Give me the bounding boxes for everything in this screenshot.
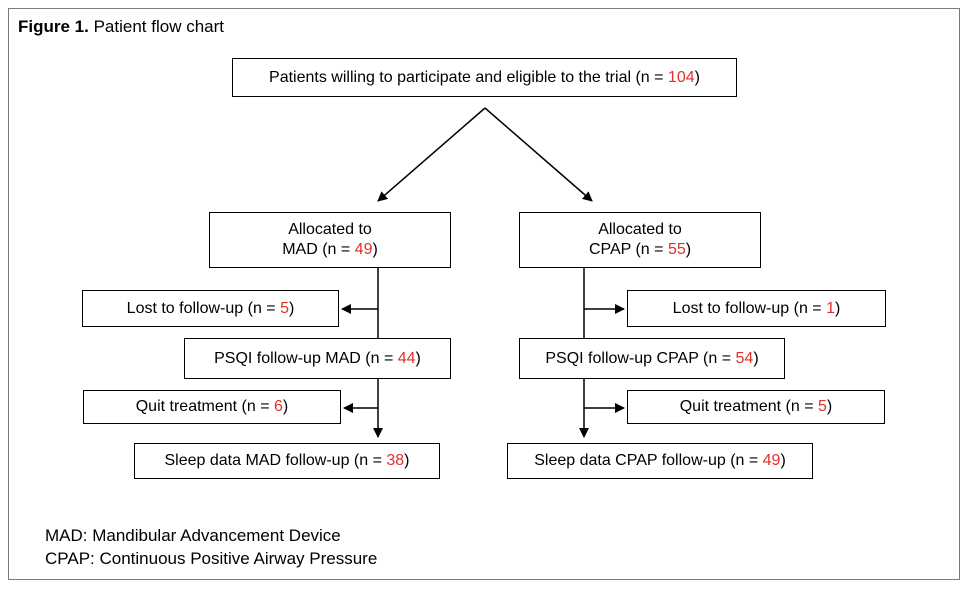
mad-quit-text: Quit treatment (n = xyxy=(135,398,275,415)
cpap-psqi-close: ) xyxy=(753,349,759,367)
figure-title: Figure 1. Patient flow chart xyxy=(18,17,224,37)
cpap-lost-close: ) xyxy=(835,299,841,317)
mad-quit-count: 6 xyxy=(274,398,283,415)
eligible-text: Patients willing to participate and elig… xyxy=(269,68,668,86)
mad-lost-count: 5 xyxy=(280,299,289,317)
mad-sleep-text: Sleep data MAD follow-up (n = xyxy=(164,452,387,469)
eligible-close: ) xyxy=(694,68,700,86)
cpap-sleep-box: Sleep data CPAP follow-up (n = 49) xyxy=(507,443,813,479)
cpap-sleep-text: Sleep data CPAP follow-up (n = xyxy=(534,452,763,469)
cpap-psqi-box: PSQI follow-up CPAP (n = 54) xyxy=(519,338,785,379)
cpap-quit-box: Quit treatment (n = 5) xyxy=(627,390,885,424)
mad-lost-box: Lost to follow-up (n = 5) xyxy=(82,290,339,327)
mad-psqi-box: PSQI follow-up MAD (n = 44) xyxy=(184,338,451,379)
legend-mad: MAD: Mandibular Advancement Device xyxy=(45,526,341,545)
mad-alloc-close: ) xyxy=(372,241,378,258)
mad-sleep-box: Sleep data MAD follow-up (n = 38) xyxy=(134,443,440,479)
mad-alloc-count: 49 xyxy=(354,241,373,258)
figure-title-text: Patient flow chart xyxy=(93,17,224,36)
cpap-sleep-count: 49 xyxy=(762,452,781,469)
arrow-to-mad xyxy=(377,107,486,202)
mad-psqi-close: ) xyxy=(415,349,421,367)
cpap-quit-text: Quit treatment (n = xyxy=(679,398,819,415)
cpap-alloc-count: 55 xyxy=(667,241,686,258)
cpap-alloc-close: ) xyxy=(685,241,692,258)
cpap-quit-close: ) xyxy=(826,398,833,415)
cpap-alloc-line2: CPAP (n = xyxy=(588,241,668,258)
cpap-lost-text: Lost to follow-up (n = xyxy=(672,299,827,317)
arrow-to-cpap xyxy=(484,107,593,202)
mad-alloc-line1: Allocated to xyxy=(288,221,372,238)
mad-lost-text: Lost to follow-up (n = xyxy=(126,299,281,317)
cpap-lost-box: Lost to follow-up (n = 1) xyxy=(627,290,886,327)
legend-cpap: CPAP: Continuous Positive Airway Pressur… xyxy=(45,549,378,568)
mad-quit-close: ) xyxy=(282,398,289,415)
mad-lost-close: ) xyxy=(289,299,295,317)
mad-quit-box: Quit treatment (n = 6) xyxy=(83,390,341,424)
cpap-psqi-text: PSQI follow-up CPAP (n = xyxy=(545,349,736,367)
mad-sleep-count: 38 xyxy=(386,452,405,469)
cpap-quit-count: 5 xyxy=(818,398,827,415)
figure-frame xyxy=(8,8,960,580)
cpap-psqi-count: 54 xyxy=(735,349,754,367)
mad-psqi-text: PSQI follow-up MAD (n = xyxy=(214,349,398,367)
cpap-lost-count: 1 xyxy=(826,299,835,317)
mad-alloc-line2: MAD (n = xyxy=(282,241,355,258)
eligible-count: 104 xyxy=(667,68,695,86)
cpap-allocation-box: Allocated to CPAP (n = 55) xyxy=(519,212,761,268)
cpap-sleep-close: ) xyxy=(780,452,786,469)
figure-title-label: Figure 1. xyxy=(18,17,89,36)
mad-allocation-box: Allocated to MAD (n = 49) xyxy=(209,212,451,268)
mad-sleep-close: ) xyxy=(404,452,410,469)
mad-psqi-count: 44 xyxy=(397,349,416,367)
eligible-box: Patients willing to participate and elig… xyxy=(232,58,737,97)
cpap-alloc-line1: Allocated to xyxy=(598,221,682,238)
